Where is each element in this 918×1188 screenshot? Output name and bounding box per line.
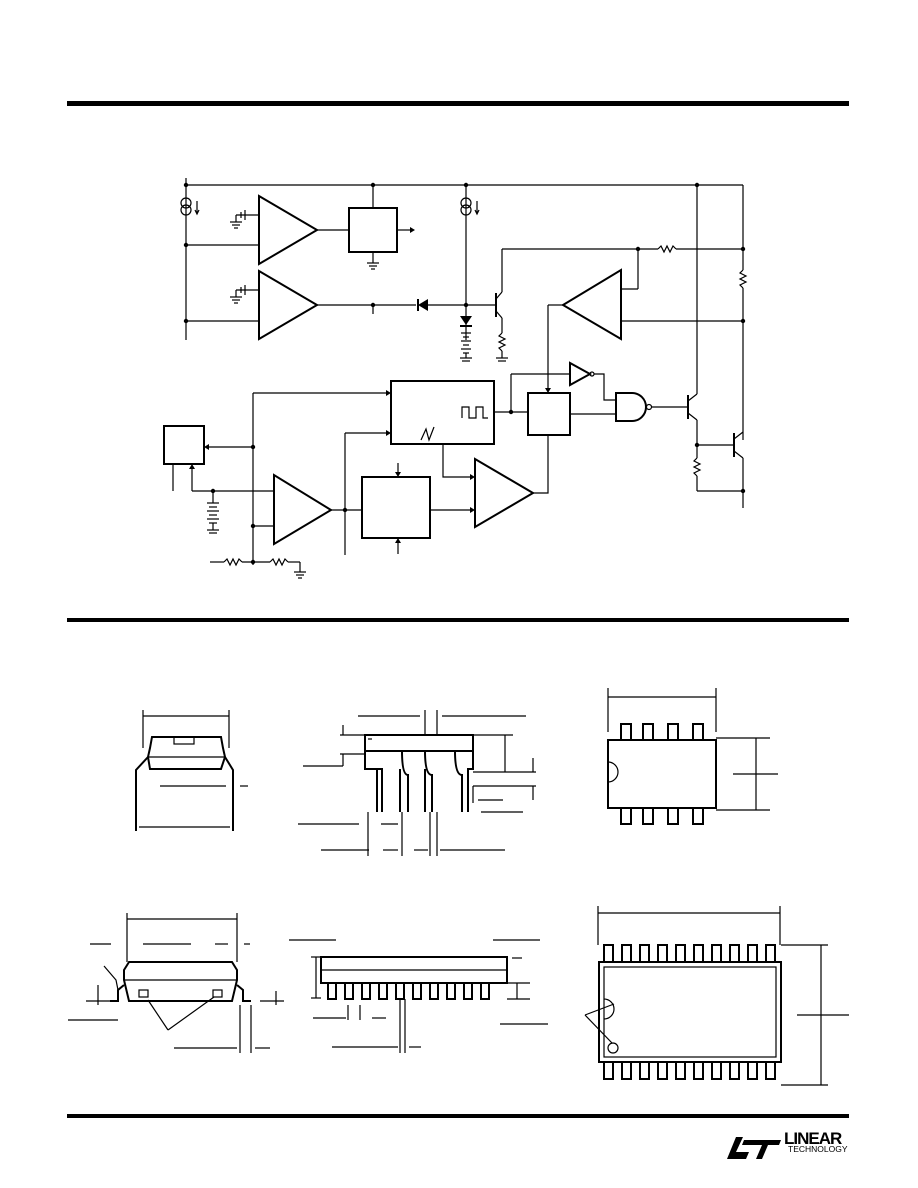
reference-block <box>163 425 205 465</box>
dip-side-view <box>298 710 536 856</box>
logo-line-1: LINEAR <box>784 1129 842 1148</box>
transistor-icon <box>687 185 698 445</box>
bottom-rule <box>67 1114 849 1118</box>
so-wide-end-view <box>68 913 284 1053</box>
dip-end-view <box>135 710 248 831</box>
so20-side-view <box>289 939 548 1053</box>
nand-gate-icon <box>615 392 653 422</box>
current-source-icon <box>180 197 200 216</box>
lt-logo-icon <box>727 1137 781 1159</box>
so20-top-view <box>584 906 849 1086</box>
battery-stack-icon <box>207 491 219 534</box>
so20-top-leads <box>603 944 776 1080</box>
diode-icon <box>417 299 428 311</box>
transistor-icon <box>733 431 744 459</box>
top-rule <box>67 101 849 106</box>
section-rule <box>67 618 849 622</box>
pwm-comparator <box>474 457 535 529</box>
comparator-1 <box>230 194 319 266</box>
brand-logo: LINEAR TECHNOLOGY <box>784 1130 854 1154</box>
transistor-icon <box>495 249 508 362</box>
error-amplifier <box>561 268 622 341</box>
logo-line-2: TECHNOLOGY <box>788 1144 848 1154</box>
battery-stack-icon <box>460 332 472 362</box>
amplifier <box>273 473 333 546</box>
current-source-icon <box>460 197 480 216</box>
so20-side-leads <box>327 982 490 1000</box>
zener-diode-icon <box>460 316 472 327</box>
sample-hold-block <box>361 476 431 539</box>
comparator-2 <box>230 269 319 341</box>
so8-top-view <box>607 688 778 825</box>
